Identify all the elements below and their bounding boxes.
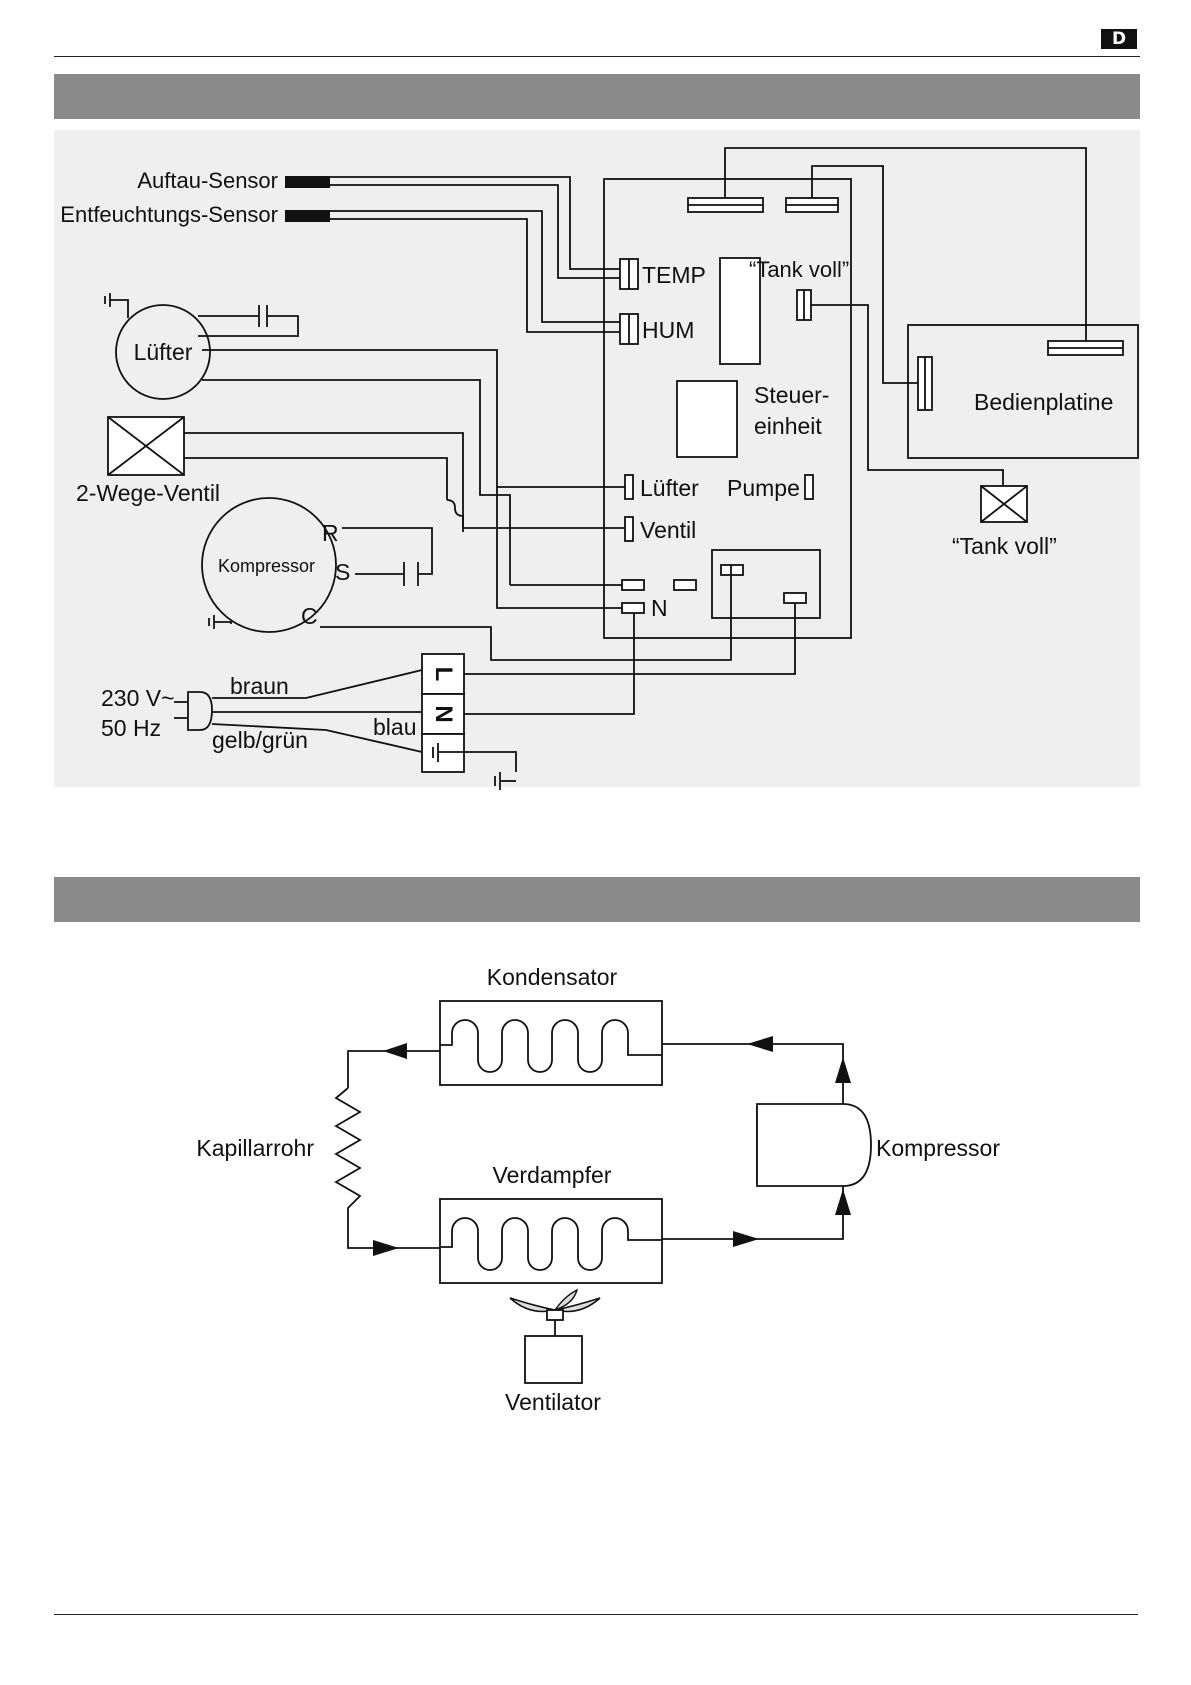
dehumid-sensor-probe [285, 210, 330, 222]
terminal-r-label: R [322, 520, 339, 546]
valve-label: 2-Wege-Ventil [76, 480, 220, 506]
terminal-l-label: L [430, 667, 457, 682]
control-panel-label: Bedienplatine [974, 389, 1113, 415]
evaporator [440, 1199, 662, 1283]
wire-blue-label: blau [373, 714, 416, 740]
wiring-diagram: Auftau-Sensor Entfeuchtungs-Sensor TEMP … [60, 148, 1138, 790]
board-aux-connector-2 [674, 580, 696, 590]
board-aux-connector-1 [622, 580, 644, 590]
terminal-c-label: C [301, 603, 318, 629]
ventilator-fan [510, 1290, 600, 1383]
control-unit-chip [677, 381, 737, 457]
terminal-s-label: S [335, 559, 350, 585]
valve-port-label: Ventil [640, 517, 696, 543]
condenser-coil [440, 1020, 662, 1072]
evaporator-label: Verdampfer [493, 1162, 612, 1188]
frequency-label: 50 Hz [101, 715, 161, 741]
capillary-tube [336, 1088, 440, 1248]
refrigeration-diagram: Kondensator Verdampfer Kapillarrohr Komp… [196, 964, 1000, 1415]
fan-port-connector [625, 475, 633, 499]
control-unit-label-2: einheit [754, 413, 822, 439]
condenser-label: Kondensator [487, 964, 618, 990]
pump-port-connector [805, 475, 813, 499]
valve-port-connector [625, 517, 633, 541]
capillary-tube-label: Kapillarrohr [196, 1135, 314, 1161]
mains-plug [188, 692, 212, 730]
terminal-n-label: N [430, 705, 457, 722]
compressor-refrig-label: Kompressor [876, 1135, 1000, 1161]
temp-port-label: TEMP [642, 262, 706, 288]
fan-port-label: Lüfter [640, 475, 699, 501]
dehumid-sensor-label: Entfeuchtungs-Sensor [60, 202, 278, 227]
tank-full-switch-label: “Tank voll” [952, 533, 1057, 559]
relay-box [712, 550, 820, 618]
relay-contact-1 [721, 565, 743, 575]
tank-full-port-label: “Tank voll” [749, 257, 849, 282]
ventilator-motor [525, 1336, 582, 1383]
voltage-label: 230 V~ [101, 685, 175, 711]
evaporator-coil [440, 1218, 662, 1270]
compressor-shape [757, 1104, 871, 1186]
defrost-sensor-label: Auftau-Sensor [137, 168, 278, 193]
wire-yellow-green-label: gelb/grün [212, 727, 308, 753]
compressor-label: Kompressor [218, 556, 315, 576]
control-unit-label-1: Steuer- [754, 382, 829, 408]
ventilator-label: Ventilator [505, 1389, 601, 1415]
wire-brown-label: braun [230, 673, 289, 699]
defrost-sensor-probe [285, 176, 330, 188]
terminal-block-ground [422, 734, 464, 772]
n-port-label: N [651, 595, 668, 621]
n-port-connector [622, 603, 644, 613]
pump-port-label: Pumpe [727, 475, 800, 501]
fan-label: Lüfter [134, 339, 193, 365]
hum-port-label: HUM [642, 317, 694, 343]
relay-contact-2 [784, 593, 806, 603]
